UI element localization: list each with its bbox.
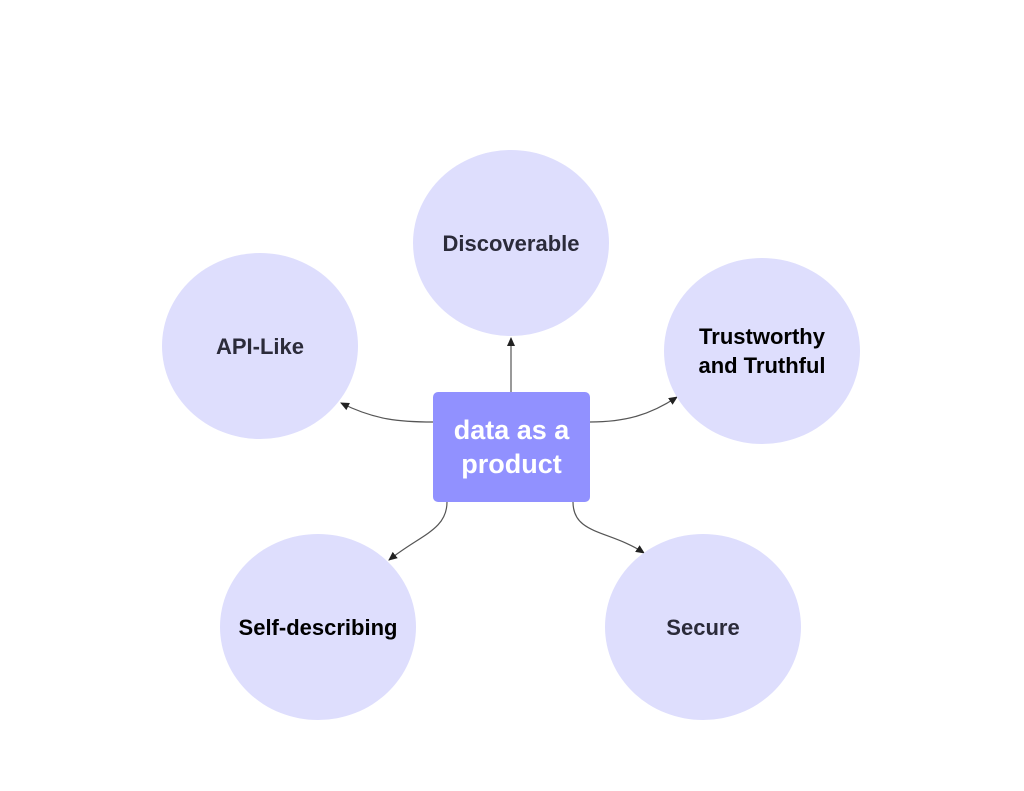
- edge-to-api-like: [340, 402, 434, 423]
- node-label: API-Like: [215, 333, 305, 359]
- node-trustworthy: Trustworthy and Truthful: [664, 258, 860, 444]
- edge-to-trustworthy: [589, 396, 678, 423]
- node-secure: Secure: [605, 534, 801, 720]
- edge-to-secure: [572, 501, 645, 554]
- node-label: Secure: [666, 614, 740, 640]
- node-label: Self-describing: [238, 614, 398, 640]
- node-label: Trustworthy and Truthful: [698, 324, 826, 378]
- center-label: data as a product: [453, 415, 570, 479]
- node-api-like: API-Like: [162, 253, 358, 439]
- node-self-describing: Self-describing: [220, 534, 416, 720]
- node-discoverable: Discoverable: [413, 150, 609, 336]
- edge-to-self-describing: [388, 501, 448, 561]
- center-node: data as a product: [433, 392, 590, 502]
- node-label: Discoverable: [442, 230, 580, 256]
